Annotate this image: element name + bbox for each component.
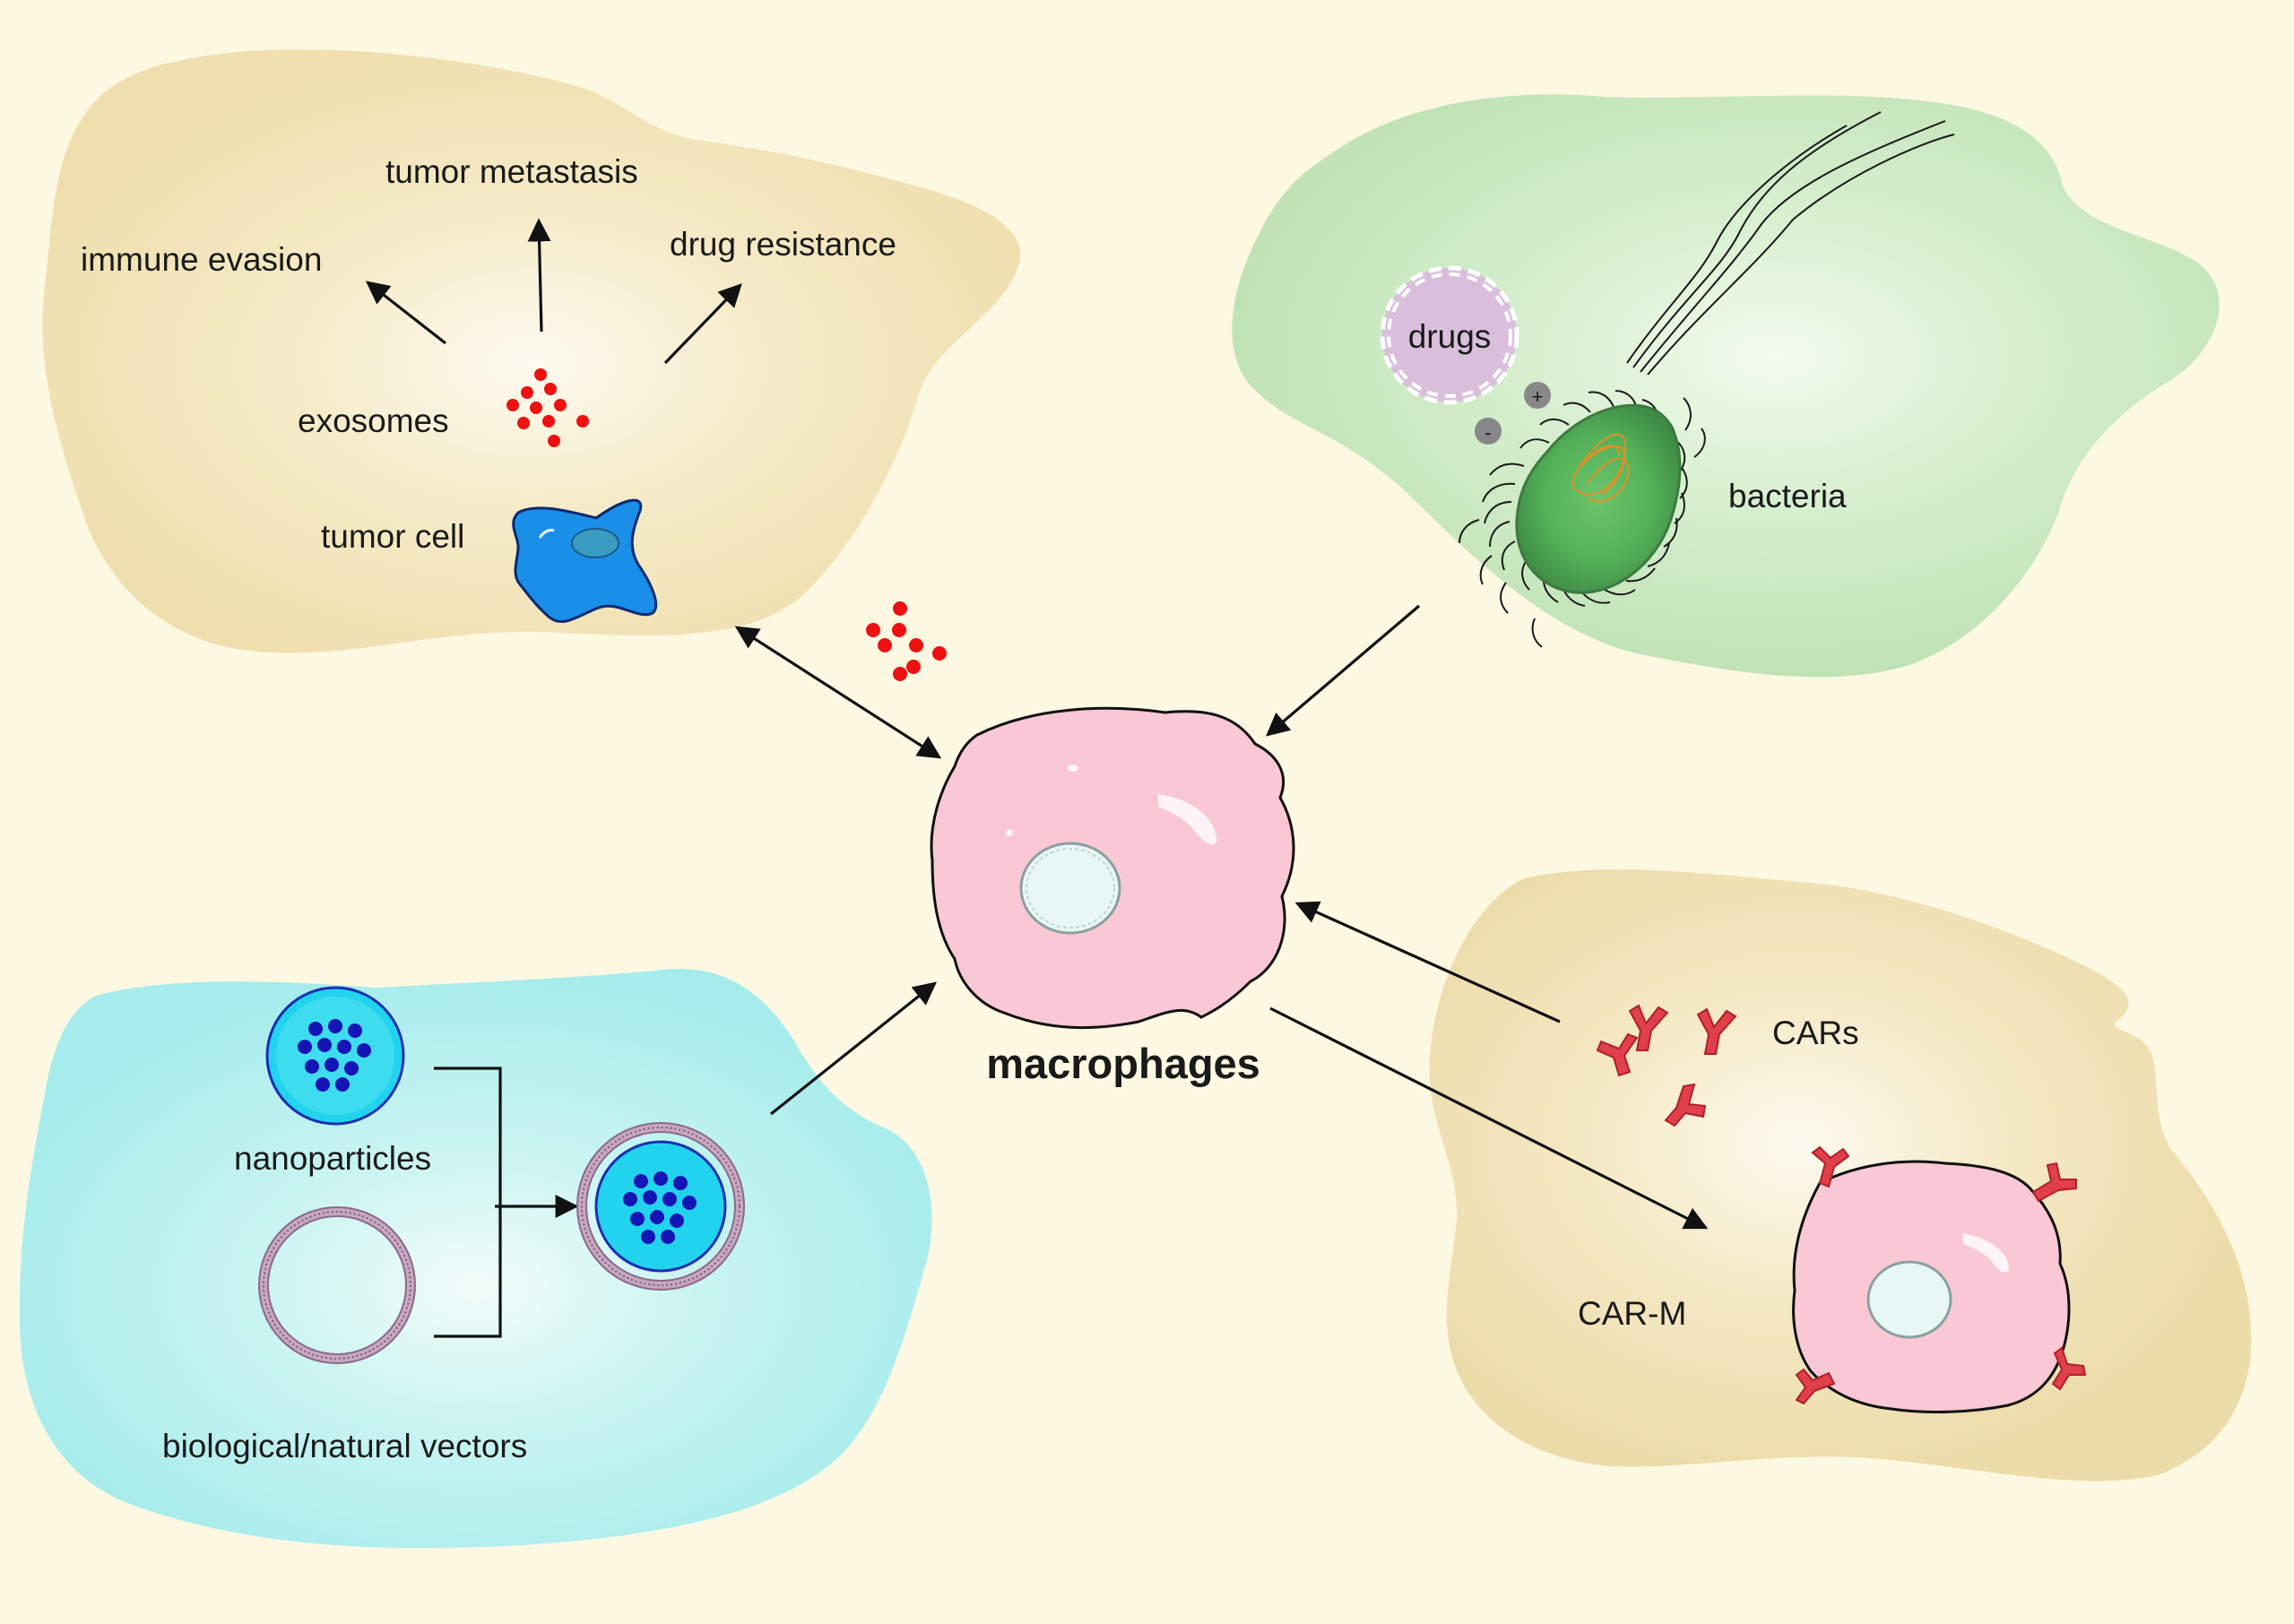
car-m-cell-icon: [1792, 1145, 2087, 1413]
arrow-cars-to-macrophage: [1294, 901, 1561, 1024]
macrophage-cell-icon: [930, 706, 1295, 1030]
bacteria-region: [1232, 94, 2220, 678]
car-m-label: CAR-M: [1578, 1295, 1686, 1332]
bacteria-label: bacteria: [1728, 478, 1847, 514]
nanoparticle-icon: [265, 986, 405, 1126]
exosomes-label: exosomes: [298, 402, 449, 439]
arrow-bacteria-to-macrophage: [1266, 604, 1421, 737]
merge-bracket: [434, 1067, 502, 1338]
drug-resistance-label: drug resistance: [670, 226, 896, 263]
drugs-label: drugs: [1408, 318, 1492, 355]
arrow-delivery-to-macrophage: [770, 981, 938, 1116]
charge-plus-icon: +: [1524, 382, 1551, 409]
charge-minus-icon: -: [1475, 418, 1502, 445]
tumor-region: [42, 49, 1021, 653]
arrow-to-drug-resistance: [663, 283, 742, 365]
cars-label: CARs: [1772, 1015, 1859, 1051]
drug-vesicle-icon: [1380, 265, 1519, 405]
charge-minus-label: -: [1485, 421, 1491, 444]
tumor-cell-icon: [512, 498, 658, 623]
charge-plus-label: +: [1532, 385, 1544, 408]
bacterium-icon: [1459, 111, 1955, 648]
arrow-to-tumor-metastasis: [527, 218, 551, 333]
arrow-tumor-macrophage-bidirectional: [734, 626, 942, 759]
car-receptors-icon: [1596, 1004, 1737, 1127]
immune-evasion-label: immune evasion: [81, 241, 322, 278]
exosome-dots-icon: [506, 368, 589, 447]
nanoparticles-label: nanoparticles: [234, 1140, 431, 1177]
vectors-label: biological/natural vectors: [162, 1428, 527, 1464]
arrow-macrophage-to-car-m: [1269, 1006, 1709, 1230]
tumor-cell-label: tumor cell: [321, 518, 464, 555]
arrows: [365, 218, 1709, 1338]
tumor-metastasis-label: tumor metastasis: [385, 153, 638, 190]
loaded-vector-icon: [576, 1122, 745, 1291]
vector-ring-icon: [258, 1206, 416, 1364]
arrow-to-immune-evasion: [365, 281, 446, 345]
delivery-region: [19, 968, 932, 1549]
exosome-dots-icon-transfer: [866, 601, 947, 681]
macrophages-title: macrophages: [986, 1040, 1260, 1087]
